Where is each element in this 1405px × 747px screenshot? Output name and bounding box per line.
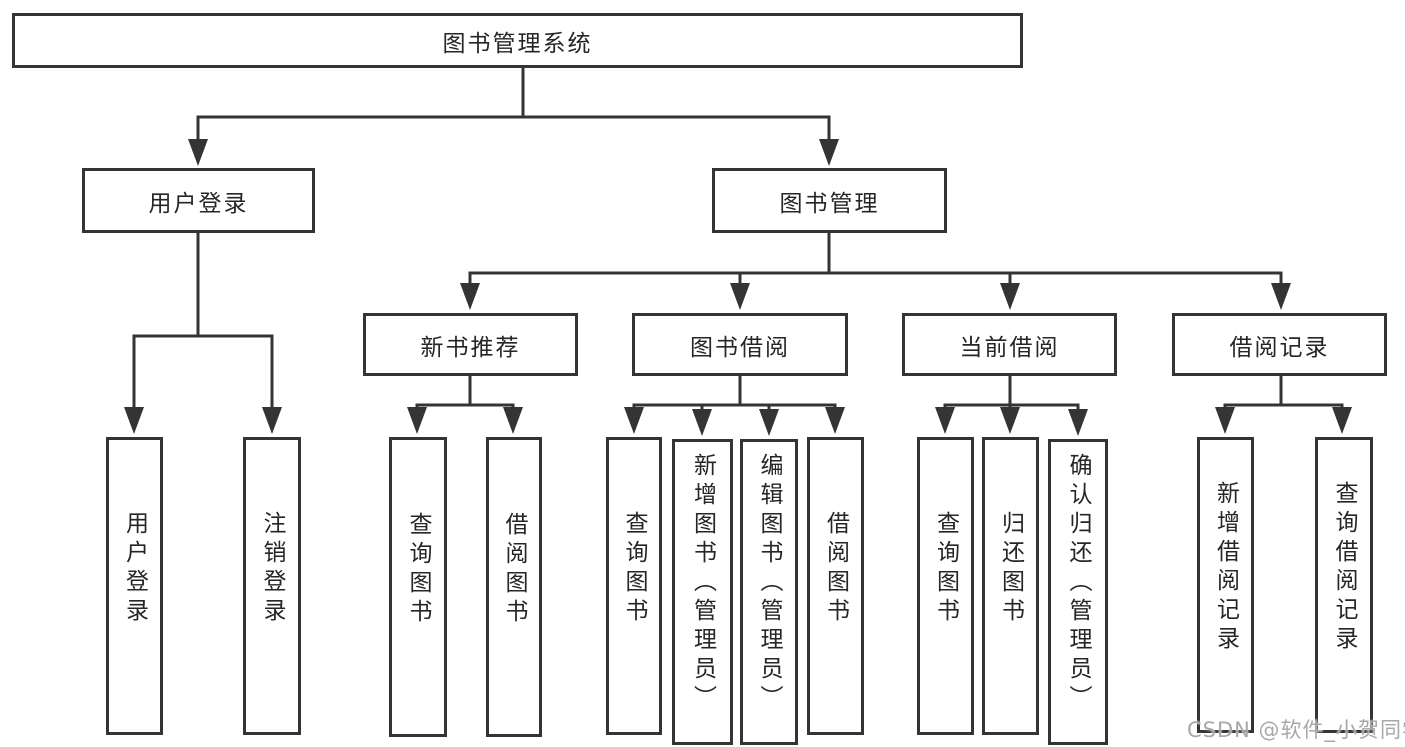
connector-branch: [188, 66, 839, 166]
connector-branch: [407, 374, 523, 434]
arrow-down-icon: [460, 283, 480, 310]
arrow-down-icon: [935, 407, 955, 434]
arrow-down-icon: [124, 407, 144, 434]
arrow-down-icon: [624, 407, 644, 434]
arrow-down-icon: [407, 407, 427, 434]
arrow-down-icon: [1068, 409, 1088, 436]
node-library-management-system: 图书管理系统: [12, 13, 1023, 68]
csdn-watermark: CSDN @软件_小贺同学: [1187, 718, 1405, 742]
arrow-down-icon: [1000, 407, 1020, 434]
arrow-down-icon: [1215, 407, 1235, 434]
leaf-edit-books-admin: 编辑图书（管理员）: [740, 439, 798, 745]
leaf-logout: 注销登录: [243, 437, 301, 735]
node-user-login: 用户登录: [82, 168, 315, 233]
leaf-add-books-admin: 新增图书（管理员）: [672, 439, 733, 745]
node-borrowing-records: 借阅记录: [1172, 313, 1387, 376]
leaf-add-borrow-record: 新增借阅记录: [1197, 437, 1254, 733]
arrow-down-icon: [759, 409, 779, 436]
arrow-down-icon: [692, 409, 712, 436]
arrow-down-icon: [188, 139, 208, 166]
connector-branch: [624, 374, 845, 436]
connector-branch: [935, 374, 1088, 436]
arrow-down-icon: [730, 283, 750, 310]
leaf-user-login: 用户登录: [106, 437, 163, 735]
connector-branch: [124, 231, 282, 434]
arrow-down-icon: [825, 407, 845, 434]
node-new-book-recommendation: 新书推荐: [363, 313, 578, 376]
arrow-down-icon: [1271, 283, 1291, 310]
arrow-down-icon: [819, 139, 839, 166]
leaf-query-books-1: 查询图书: [389, 437, 447, 737]
leaf-borrow-books-2: 借阅图书: [807, 437, 864, 735]
leaf-query-books-3: 查询图书: [917, 437, 974, 735]
arrow-down-icon: [1332, 407, 1352, 434]
connector-branch: [460, 231, 1291, 310]
arrow-down-icon: [1000, 283, 1020, 310]
node-book-management: 图书管理: [712, 168, 947, 233]
node-current-borrowing: 当前借阅: [902, 313, 1117, 376]
arrow-down-icon: [503, 407, 523, 434]
leaf-confirm-return-admin: 确认归还（管理员）: [1048, 439, 1108, 745]
connector-branch: [1215, 374, 1352, 434]
leaf-query-books-2: 查询图书: [606, 437, 662, 735]
leaf-query-borrow-record: 查询借阅记录: [1315, 437, 1373, 733]
node-book-borrowing: 图书借阅: [632, 313, 848, 376]
arrow-down-icon: [262, 407, 282, 434]
leaf-borrow-books-1: 借阅图书: [486, 437, 542, 737]
leaf-return-books: 归还图书: [982, 437, 1039, 735]
